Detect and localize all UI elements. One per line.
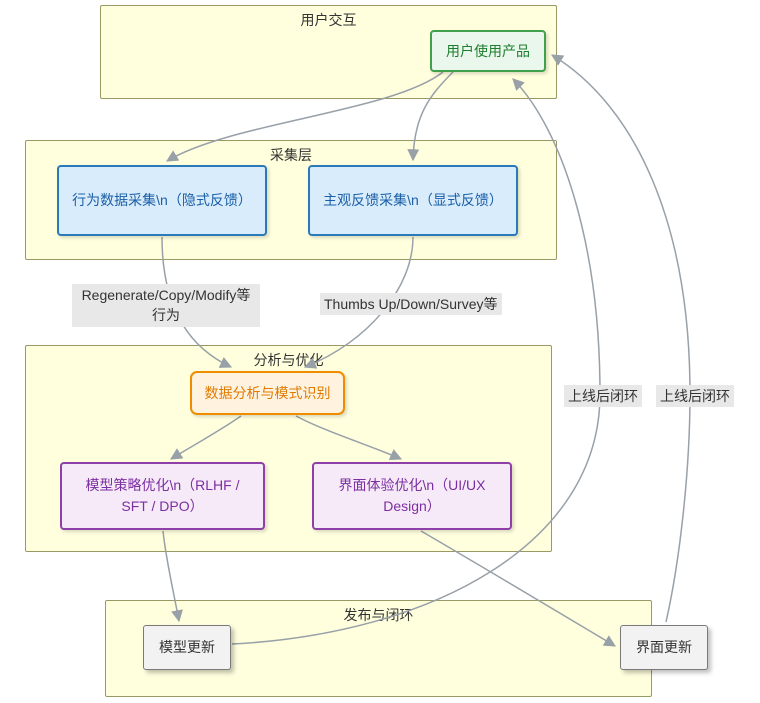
edge-use-product-to-subjective-collection <box>407 71 454 162</box>
edge-ui-update-to-use-product <box>550 54 691 623</box>
edge-model-optimization-to-model-update <box>162 530 183 623</box>
edge-model-update-to-use-product <box>231 78 601 645</box>
cluster-label-release-loop: 发布与闭环 <box>343 607 414 623</box>
node-use-product: 用户使用产品 <box>430 30 546 72</box>
edge-label-thumbs-up-down-survey: Thumbs Up/Down/Survey等 <box>320 293 502 316</box>
edge-ui-optimization-to-ui-update <box>420 530 617 647</box>
node-ui-update: 界面更新 <box>620 625 708 670</box>
edge-label-regenerate-copy-modify: Regenerate/Copy/Modify等行为 <box>72 284 260 327</box>
node-subjective-feedback-collection: 主观反馈采集\n（显式反馈） <box>308 165 518 236</box>
node-data-analysis-pattern-recognition: 数据分析与模式识别 <box>190 371 345 415</box>
cluster-label-user-interaction: 用户交互 <box>300 12 357 28</box>
node-model-update: 模型更新 <box>143 625 231 670</box>
edge-data-analysis-to-model-optimization <box>169 415 242 460</box>
cluster-release-loop: 发布与闭环 <box>105 600 652 697</box>
node-behavior-data-collection: 行为数据采集\n（隐式反馈） <box>57 165 267 236</box>
edge-use-product-to-behavior-collection <box>165 71 444 162</box>
cluster-label-collection-layer: 采集层 <box>270 147 312 163</box>
node-model-strategy-optimization: 模型策略优化\n（RLHF / SFT / DPO） <box>60 462 265 530</box>
edge-label-online-loop-2: 上线后闭环 <box>656 385 734 408</box>
node-ui-experience-optimization: 界面体验优化\n（UI/UX Design） <box>312 462 512 530</box>
edge-label-online-loop-1: 上线后闭环 <box>564 385 642 408</box>
edge-data-analysis-to-ui-optimization <box>295 415 403 461</box>
